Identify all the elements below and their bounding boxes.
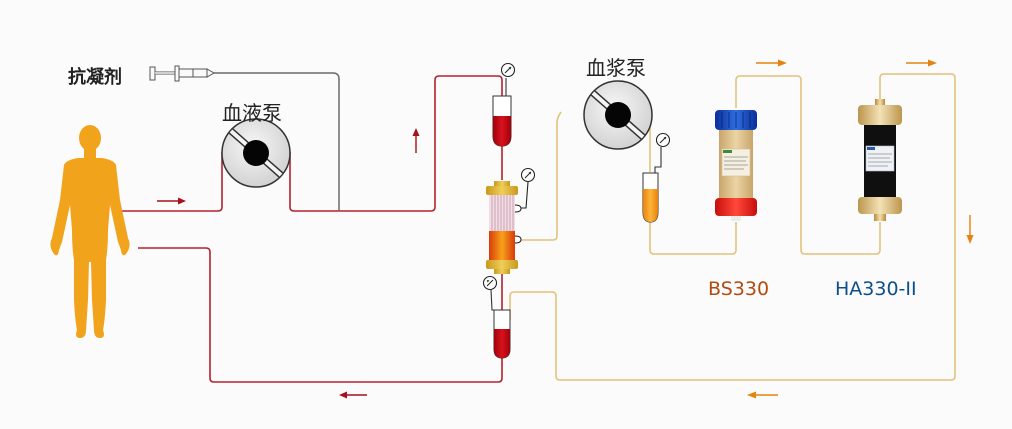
flow-arrow-to-blood-pump <box>157 197 186 205</box>
blood-line-arterial <box>122 75 503 212</box>
anticoagulant-syringe-icon <box>149 65 216 82</box>
patient-body-icon <box>50 125 130 338</box>
plasma-pump-icon <box>583 80 653 150</box>
pressure-gauge-icon <box>482 275 498 291</box>
anticoagulant-label: 抗凝剂 <box>68 67 122 88</box>
arterial-drip-chamber-icon <box>492 78 512 147</box>
flow-arrow-to-ha330 <box>906 59 937 67</box>
blood-pump-icon <box>221 118 291 188</box>
anticoagulant-line <box>214 72 340 211</box>
pressure-gauge-icon <box>500 62 516 78</box>
ha330-ii-label: HA330-II <box>835 278 917 300</box>
flow-arrow-return-to-body <box>339 391 367 399</box>
flow-arrow-down-right <box>966 215 974 244</box>
flow-arrow-plasma-return <box>747 391 778 399</box>
blood-pump-label: 血液泵 <box>222 101 282 125</box>
flow-arrow-up-to-chamber <box>412 128 420 153</box>
bs330-adsorber-icon <box>715 110 757 221</box>
pressure-gauge-icon <box>520 167 536 183</box>
bs330-label: BS330 <box>708 278 770 300</box>
plasma-separator-icon <box>486 181 529 274</box>
ha330-ii-adsorber-icon <box>858 99 902 221</box>
venous-drip-chamber-icon <box>490 289 511 359</box>
plasma-chamber-icon <box>642 147 662 223</box>
flow-arrow-to-bs330 <box>756 59 787 67</box>
pressure-gauge-icon <box>655 132 671 148</box>
plasma-pump-label: 血浆泵 <box>586 56 646 80</box>
blood-line-venous <box>138 247 503 383</box>
